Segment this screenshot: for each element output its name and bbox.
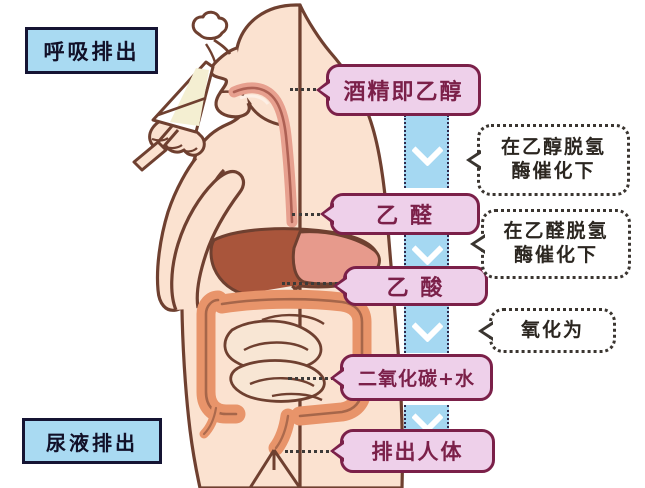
stage-box-co2-water: 二氧化碳+水 bbox=[330, 354, 493, 401]
label-breath-excretion: 呼吸排出 bbox=[25, 27, 158, 74]
callout-aldh-line1: 在乙醛脱氢 bbox=[503, 220, 609, 243]
callout-oxidized-to: 氧化为 bbox=[478, 308, 616, 353]
label-urine-excretion: 尿液排出 bbox=[22, 418, 162, 464]
wine-glass-icon bbox=[132, 10, 232, 172]
callout-ox-line1: 氧化为 bbox=[520, 318, 584, 341]
stage-box-acetaldehyde: 乙 醛 bbox=[320, 193, 480, 235]
leader-line-pelvis bbox=[285, 450, 341, 453]
flow-arrow-4 bbox=[404, 405, 449, 432]
pelvis-lines bbox=[248, 449, 302, 488]
stage-box-acetic-acid: 乙 酸 bbox=[333, 266, 488, 306]
leader-line-stomach bbox=[292, 213, 332, 216]
label-breath-text: 呼吸排出 bbox=[43, 39, 140, 64]
callout-notch-icon bbox=[333, 275, 347, 297]
flow-arrow-3 bbox=[404, 303, 449, 353]
stage-box-excreted: 排出人体 bbox=[330, 429, 495, 473]
stage-label-co2water: 二氧化碳+水 bbox=[358, 368, 475, 390]
leader-line-mouth bbox=[290, 88, 328, 91]
leader-line-intestine bbox=[288, 377, 342, 380]
intestines bbox=[196, 289, 372, 456]
callout-notch-icon bbox=[320, 203, 334, 225]
callout-aldehyde-dehydrogenase: 在乙醛脱氢 酶催化下 bbox=[470, 209, 631, 279]
label-urine-text: 尿液排出 bbox=[46, 430, 138, 455]
leader-line-liver bbox=[282, 282, 344, 285]
callout-alcohol-dehydrogenase: 在乙醇脱氢 酶催化下 bbox=[466, 124, 630, 196]
callout-adh-line1: 在乙醇脱氢 bbox=[500, 136, 606, 159]
callout-notch-icon bbox=[478, 320, 494, 341]
callout-notch-icon bbox=[330, 366, 344, 389]
callout-adh-line2: 酶催化下 bbox=[511, 160, 596, 182]
stage-label-excreted: 排出人体 bbox=[371, 440, 464, 464]
callout-notch-icon bbox=[330, 440, 344, 462]
esophagus bbox=[228, 82, 298, 228]
stage-label-acetaldehyde: 乙 醛 bbox=[376, 204, 434, 229]
callout-aldh-line2: 酶催化下 bbox=[513, 244, 598, 266]
stage-box-ethanol: 酒精即乙醇 bbox=[316, 64, 481, 116]
callout-notch-icon bbox=[470, 234, 486, 254]
stage-label-ethanol: 酒精即乙醇 bbox=[343, 80, 464, 105]
flow-arrow-2 bbox=[404, 232, 449, 269]
callout-notch-icon bbox=[466, 150, 482, 170]
stage-label-acetic: 乙 酸 bbox=[386, 276, 445, 301]
flow-arrow-1 bbox=[404, 115, 449, 188]
callout-notch-icon bbox=[316, 79, 330, 101]
